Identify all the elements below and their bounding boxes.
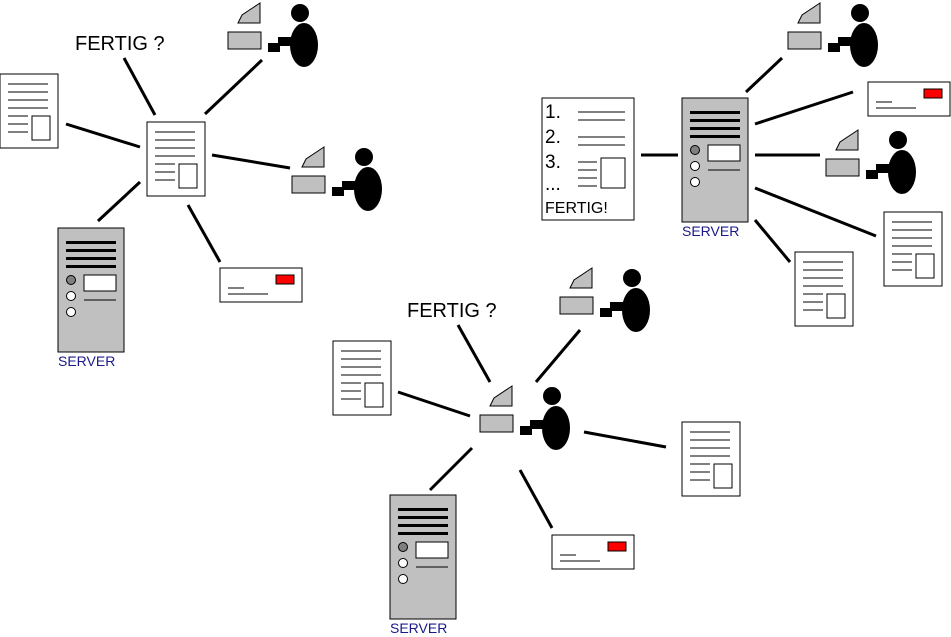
cluster-right: 1. 2. 3. ... FERTIG! SERVER — [541, 2, 951, 327]
envelope-icon — [219, 267, 303, 303]
checklist-item-3: 3. — [545, 152, 561, 173]
envelope-icon — [551, 534, 635, 570]
checklist-item-2: 2. — [545, 127, 561, 148]
connector-line — [583, 430, 667, 449]
server-icon — [389, 494, 457, 620]
user-computer-icon — [479, 385, 571, 451]
document-icon — [332, 340, 392, 416]
connector-line — [428, 446, 474, 492]
connector-line — [456, 324, 492, 383]
connector-line — [397, 390, 471, 418]
checklist-done-label: FERTIG! — [545, 200, 608, 217]
connector-line — [754, 186, 877, 238]
checklist-document: 1. 2. 3. ... FERTIG! — [541, 97, 635, 221]
connector-line — [65, 122, 141, 149]
document-icon — [681, 421, 741, 497]
user-computer-icon — [291, 146, 383, 212]
server-icon — [681, 97, 749, 223]
checklist-more: ... — [545, 174, 561, 195]
connector-line — [186, 204, 222, 263]
connector-line — [754, 90, 854, 126]
cluster-left: FERTIG ? SERVER — [0, 2, 383, 369]
connector-line — [534, 329, 582, 383]
document-icon — [146, 121, 206, 197]
document-icon — [883, 211, 943, 287]
connector-line — [744, 56, 784, 94]
document-icon — [0, 73, 59, 149]
checklist-item-1: 1. — [545, 102, 561, 123]
user-computer-icon — [825, 129, 917, 195]
user-computer-icon — [559, 267, 651, 333]
fertig-question-label: FERTIG ? — [75, 33, 165, 55]
connector-line — [203, 58, 264, 116]
connector-line — [753, 219, 792, 263]
connector-line — [518, 469, 554, 529]
server-label: SERVER — [58, 353, 115, 369]
server-label: SERVER — [682, 223, 739, 239]
connector-line — [211, 153, 291, 170]
document-icon — [794, 251, 854, 327]
server-label: SERVER — [390, 620, 447, 636]
cluster-center: FERTIG ? SERVER — [332, 267, 741, 636]
envelope-icon — [867, 81, 951, 117]
connector-line — [122, 57, 157, 116]
user-computer-icon — [227, 2, 319, 68]
fertig-question-label: FERTIG ? — [407, 300, 497, 322]
server-icon — [57, 227, 125, 353]
user-computer-icon — [787, 2, 879, 68]
connector-line — [96, 180, 142, 223]
